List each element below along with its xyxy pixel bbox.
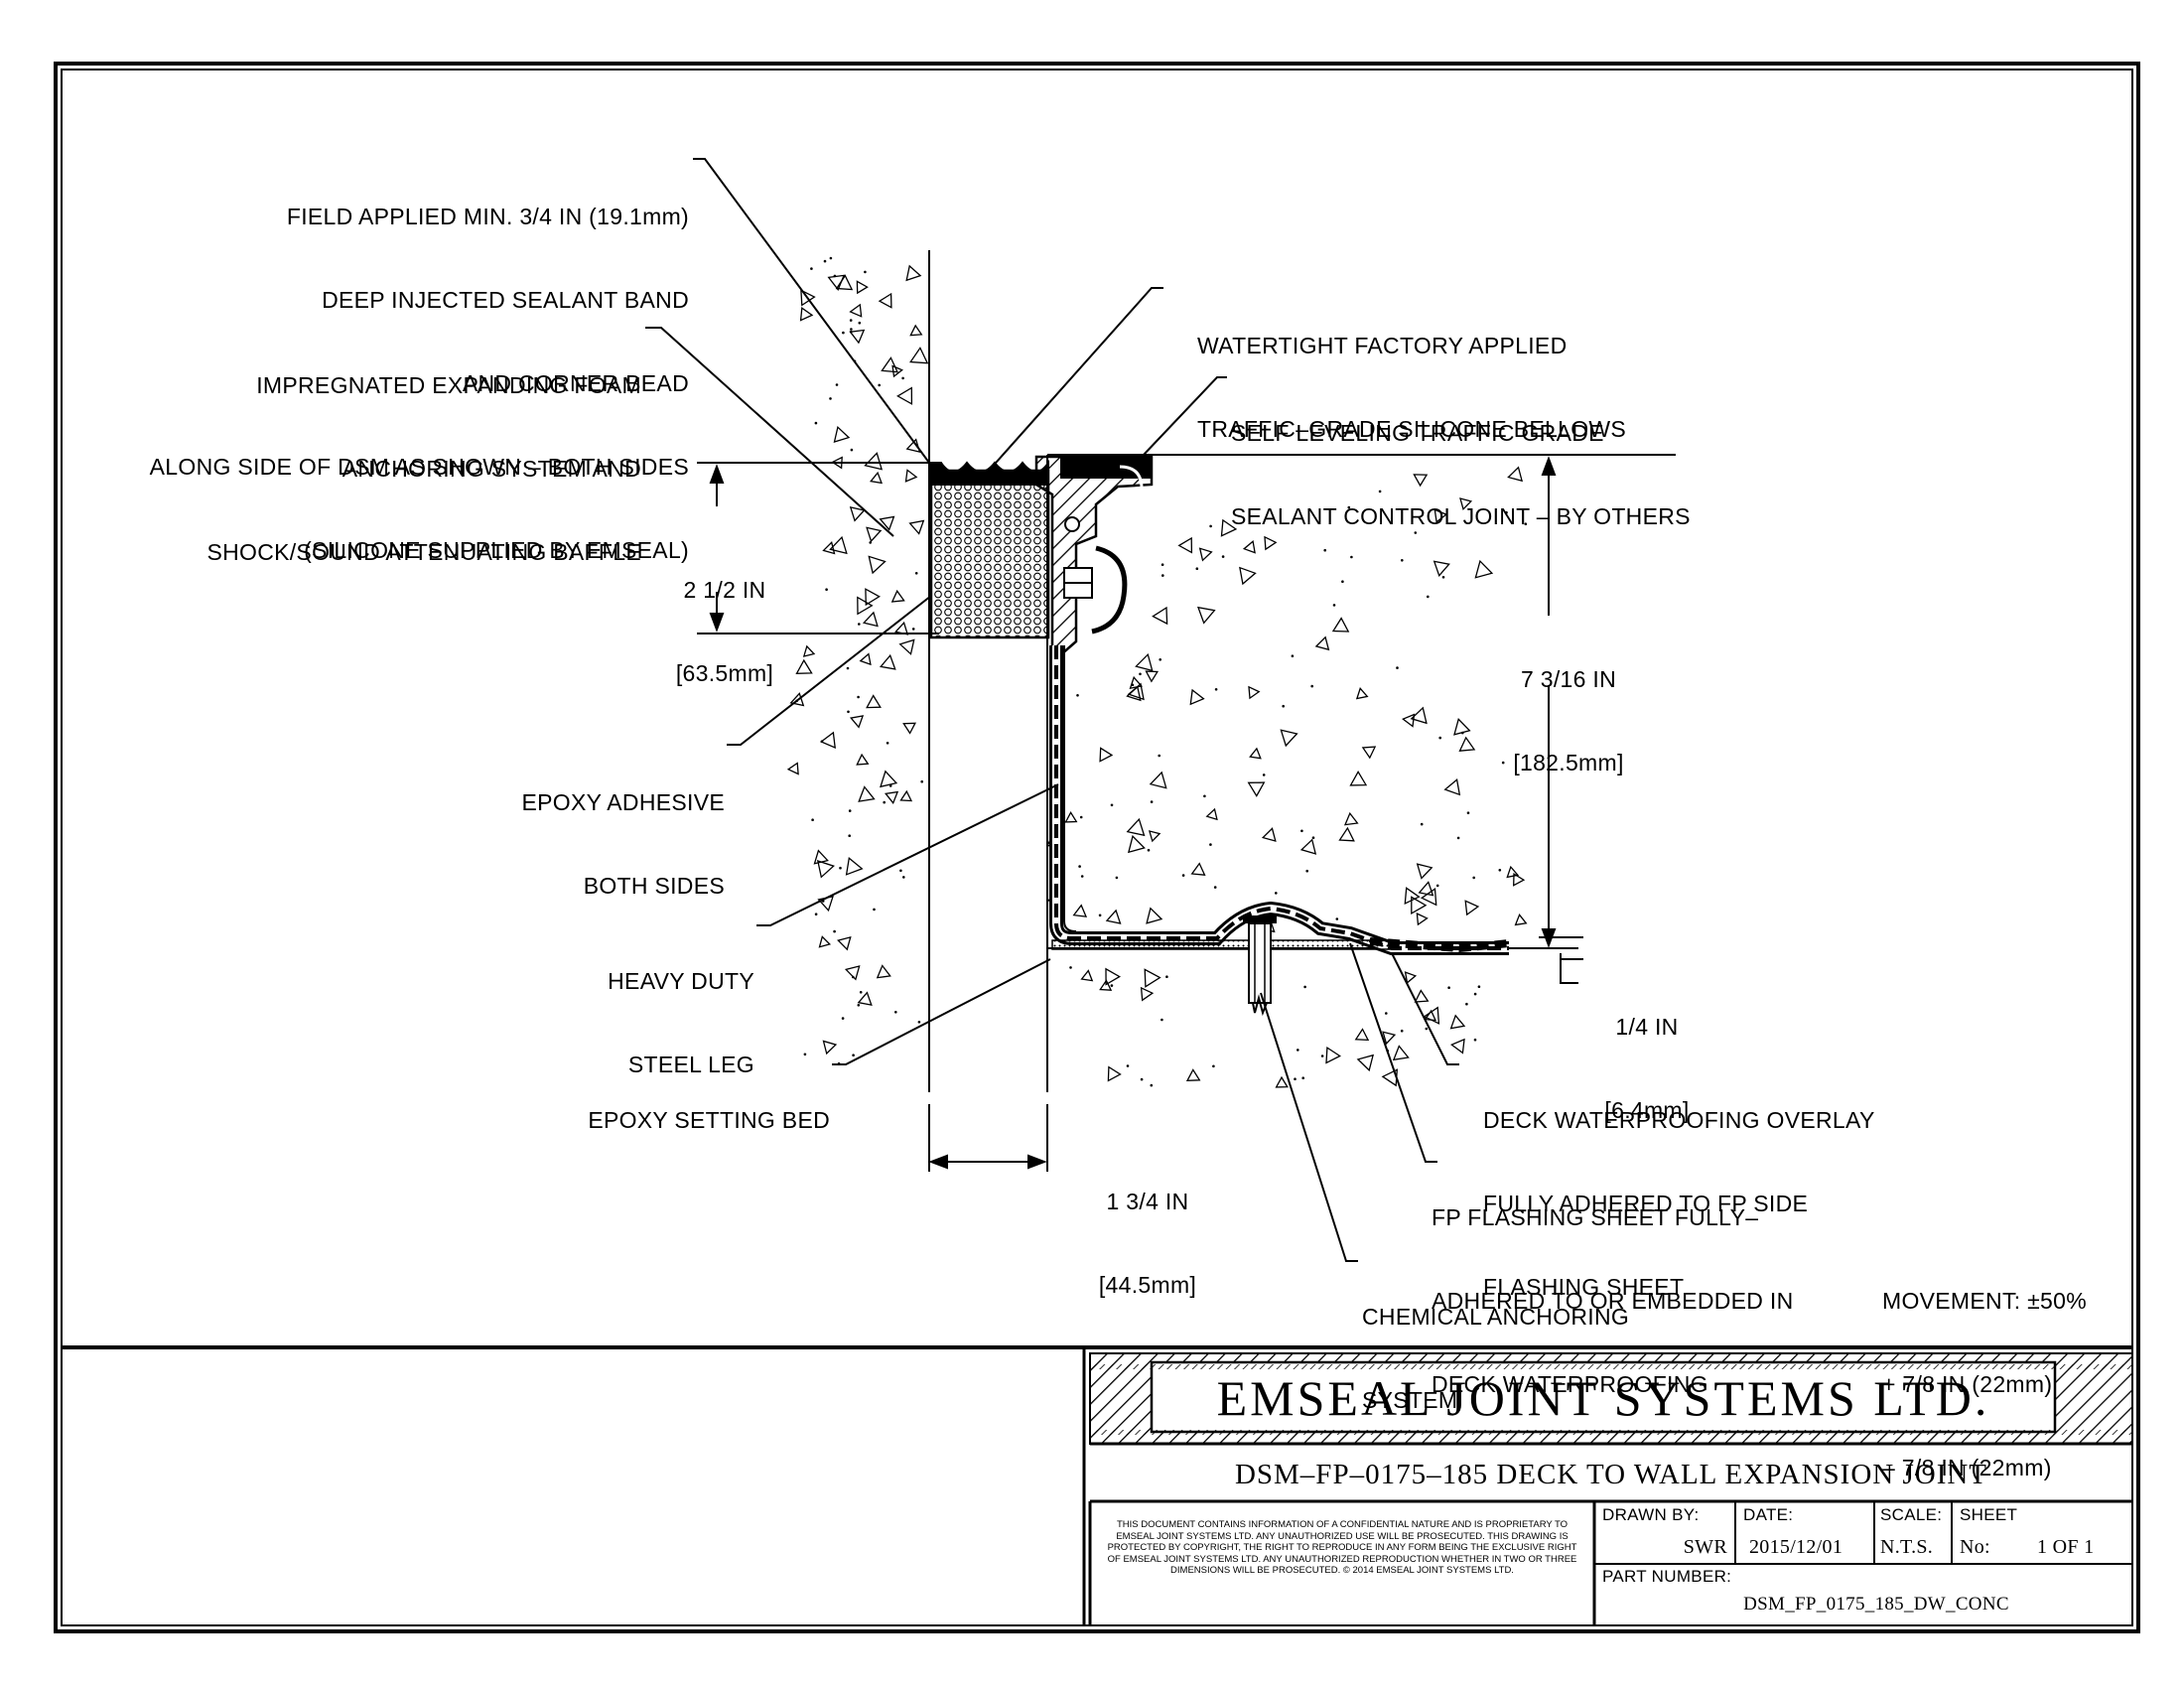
leader-lines (645, 158, 1459, 1262)
callout-flashing: FP FLASHING SHEET FULLY– ADHERED TO OR E… (1432, 1204, 1794, 1397)
callout-anchoring: CHEMICAL ANCHORING SYSTEM (1362, 1304, 1630, 1413)
outer-border (54, 62, 2140, 1633)
confidential-notice: THIS DOCUMENT CONTAINS INFORMATION OF A … (1107, 1519, 1577, 1576)
movement-spec: MOVEMENT: ±50% + 7/8 IN (22mm) – 7/8 IN … (1882, 1288, 2087, 1480)
dim-setting-bed: 1/4 IN [6.4mm] (1604, 1014, 1690, 1123)
title-block (1082, 1347, 2133, 1625)
dim-seal-depth: 2 1/2 IN [63.5mm] (675, 577, 774, 686)
steel-leg-and-flashing (1049, 645, 1510, 955)
fp-nosing-assembly (1034, 455, 1154, 657)
callout-bellows: WATERTIGHT FACTORY APPLIED TRAFFIC–GRADE… (1197, 333, 1627, 442)
callout-control-joint: SELF LEVELING TRAFFIC GRADE SEALANT CONT… (1231, 420, 1691, 529)
sheet-label: SHEET (1960, 1505, 2018, 1524)
inner-border (61, 69, 2133, 1626)
callout-foam: IMPREGNATED EXPANDING FOAM ANCHORING SYS… (206, 372, 641, 565)
date-value: 2015/12/01 (1749, 1536, 1843, 1558)
concrete-wall (786, 250, 930, 1092)
callout-overlay: DECK WATERPROOFING OVERLAY FULLY ADHERED… (1483, 1107, 1875, 1300)
sheet-no-label: No: (1960, 1536, 1990, 1558)
date-label: DATE: (1743, 1505, 1794, 1524)
drawing-title: DSM–FP–0175–185 DECK TO WALL EXPANSION J… (1234, 1459, 1988, 1490)
dimension-lines (697, 456, 1583, 1172)
scale-label: SCALE: (1880, 1505, 1943, 1524)
sheet-no-value: 1 OF 1 (2037, 1536, 2095, 1558)
silicone-bellows (928, 459, 1049, 486)
callout-epoxy-adhesive: EPOXY ADHESIVE BOTH SIDES (521, 789, 725, 899)
scale-value: N.T.S. (1880, 1536, 1934, 1558)
callout-steel-leg: HEAVY DUTY STEEL LEG (608, 968, 754, 1077)
chemical-anchor (1243, 915, 1277, 1017)
part-number-value: DSM_FP_0175_185_DW_CONC (1743, 1594, 2009, 1615)
dim-leg-width: 1 3/4 IN [44.5mm] (1098, 1189, 1197, 1298)
epoxy-setting-bed (1051, 939, 1391, 950)
dim-deck-depth: 7 3/16 IN [182.5mm] (1513, 666, 1624, 775)
callout-sealant-band: FIELD APPLIED MIN. 3/4 IN (19.1mm) DEEP … (149, 204, 689, 563)
drawn-by-label: DRAWN BY: (1602, 1505, 1700, 1524)
company-name: EMSEAL JOINT SYSTEMS LTD. (1216, 1370, 1990, 1426)
drawn-by-value: SWR (1683, 1536, 1727, 1558)
impregnated-foam-block (929, 469, 1050, 639)
callout-setting-bed: EPOXY SETTING BED (588, 1107, 830, 1133)
part-number-label: PART NUMBER: (1602, 1567, 1732, 1586)
